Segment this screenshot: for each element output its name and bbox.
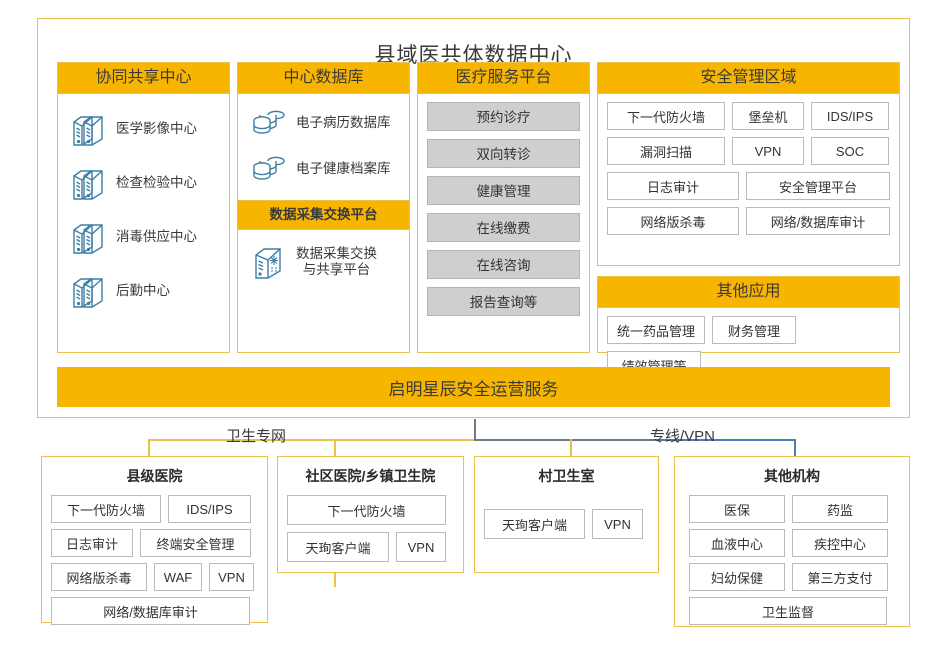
connector-drop-community-hospital <box>334 439 336 457</box>
security-chip[interactable]: VPN <box>732 137 804 165</box>
security-chip[interactable]: 网络版杀毒 <box>607 207 739 235</box>
card-title-security-zone: 安全管理区域 <box>598 63 899 94</box>
service-item[interactable]: 在线咨询 <box>427 250 580 279</box>
card-collab-share-center: 协同共享中心 <box>57 62 230 353</box>
org-chip[interactable]: 卫生监督 <box>689 597 887 625</box>
connector-stub-community <box>334 573 336 587</box>
org-chip[interactable]: 疾控中心 <box>792 529 888 557</box>
org-county-hospital: 县级医院 下一代防火墙 IDS/IPS 日志审计 终端安全管理 网络版杀毒 WA… <box>41 456 268 625</box>
security-chip[interactable]: 安全管理平台 <box>746 172 890 200</box>
network-label-vpn: 专线/VPN <box>650 428 716 445</box>
connector-vpn-line <box>660 439 796 441</box>
security-chip[interactable]: IDS/IPS <box>811 102 889 130</box>
list-item-label: 检查检验中心 <box>116 174 197 190</box>
org-community-hospital: 社区医院/乡镇卫生院 下一代防火墙 天珣客户端 VPN <box>277 456 464 573</box>
service-item[interactable]: 预约诊疗 <box>427 102 580 131</box>
card-security-zone: 安全管理区域 下一代防火墙 堡垒机 IDS/IPS 漏洞扫描 VPN SOC 日… <box>597 62 900 266</box>
org-other-institutions: 其他机构 医保 药监 血液中心 疾控中心 妇幼保健 第三方支付 卫生监督 <box>674 456 910 627</box>
security-chip[interactable]: 网络/数据库审计 <box>746 207 890 235</box>
list-item: 消毒供应中心 <box>62 210 225 264</box>
org-chip[interactable]: 网络/数据库审计 <box>51 597 250 625</box>
org-chip[interactable]: IDS/IPS <box>168 495 251 523</box>
list-item: 检查检验中心 <box>62 156 225 210</box>
card-other-apps: 其他应用 统一药品管理 财务管理 绩效管理等 <box>597 276 900 379</box>
org-chip[interactable]: WAF <box>154 563 202 591</box>
org-chip[interactable]: VPN <box>592 509 643 539</box>
list-item: 电子健康档案库 <box>242 146 405 192</box>
list-item: 数据采集交换 与共享平台 <box>242 238 405 286</box>
sub-head-data-exchange: 数据采集交换平台 <box>238 200 409 230</box>
list-item: 后勤中心 <box>62 264 225 318</box>
service-item[interactable]: 健康管理 <box>427 176 580 205</box>
org-chip[interactable]: 日志审计 <box>51 529 133 557</box>
other-app-chip[interactable]: 财务管理 <box>712 316 796 344</box>
card-title-service-platform: 医疗服务平台 <box>418 63 589 94</box>
org-chip[interactable]: 妇幼保健 <box>689 563 785 591</box>
list-item-label: 数据采集交换 与共享平台 <box>296 245 377 277</box>
page-title: 县域医共体数据中心 <box>374 44 573 67</box>
org-chip[interactable]: 下一代防火墙 <box>51 495 161 523</box>
list-item: 医学影像中心 <box>62 102 225 156</box>
connector-gray-segment <box>474 439 660 441</box>
connector-trunk-vertical <box>474 419 476 441</box>
data-exchange-server-icon <box>248 242 288 282</box>
server-stack-icon <box>68 217 108 257</box>
org-title: 村卫生室 <box>538 468 595 484</box>
security-chip[interactable]: 漏洞扫描 <box>607 137 725 165</box>
org-village-clinic: 村卫生室 天珣客户端 VPN <box>474 456 659 573</box>
org-chip[interactable]: VPN <box>396 532 446 562</box>
org-title: 县级医院 <box>126 468 183 484</box>
server-stack-icon <box>68 271 108 311</box>
org-chip[interactable]: 天珣客户端 <box>287 532 389 562</box>
list-item-label: 电子病历数据库 <box>296 114 391 130</box>
card-medical-service-platform: 医疗服务平台 预约诊疗 双向转诊 健康管理 在线缴费 在线咨询 报告查询等 <box>417 62 590 353</box>
database-icon <box>248 103 288 143</box>
security-chip[interactable]: 堡垒机 <box>732 102 804 130</box>
service-item[interactable]: 双向转诊 <box>427 139 580 168</box>
security-operation-service-banner: 启明星辰安全运营服务 <box>57 367 890 407</box>
network-label-health-net: 卫生专网 <box>226 428 287 445</box>
other-app-chip[interactable]: 统一药品管理 <box>607 316 705 344</box>
org-chip[interactable]: 下一代防火墙 <box>287 495 446 525</box>
connector-health-network-bus <box>148 439 476 441</box>
org-title: 社区医院/乡镇卫生院 <box>305 468 436 484</box>
org-chip[interactable]: 网络版杀毒 <box>51 563 147 591</box>
connector-drop-county-hospital <box>148 439 150 457</box>
service-item[interactable]: 在线缴费 <box>427 213 580 242</box>
list-item-label: 医学影像中心 <box>116 120 197 136</box>
org-chip[interactable]: 第三方支付 <box>792 563 888 591</box>
org-chip[interactable]: 血液中心 <box>689 529 785 557</box>
connector-drop-village-clinic <box>570 439 572 457</box>
card-title-central-db: 中心数据库 <box>238 63 409 94</box>
org-title: 其他机构 <box>764 468 820 484</box>
card-title-collab: 协同共享中心 <box>58 63 229 94</box>
card-central-database: 中心数据库 电子病历数据库 <box>237 62 410 353</box>
org-chip[interactable]: 终端安全管理 <box>140 529 251 557</box>
list-item-label: 电子健康档案库 <box>296 160 391 176</box>
org-chip[interactable]: 医保 <box>689 495 785 523</box>
org-chip[interactable]: 天珣客户端 <box>484 509 585 539</box>
org-chip[interactable]: 药监 <box>792 495 888 523</box>
connector-drop-other-org <box>794 439 796 457</box>
security-chip[interactable]: SOC <box>811 137 889 165</box>
service-item[interactable]: 报告查询等 <box>427 287 580 316</box>
org-chip[interactable]: VPN <box>209 563 254 591</box>
server-stack-icon <box>68 109 108 149</box>
list-item: 电子病历数据库 <box>242 100 405 146</box>
card-title-other-apps: 其他应用 <box>598 277 899 308</box>
list-item-label: 后勤中心 <box>116 282 170 298</box>
server-stack-icon <box>68 163 108 203</box>
list-item-label: 消毒供应中心 <box>116 228 197 244</box>
security-chip[interactable]: 日志审计 <box>607 172 739 200</box>
security-chip[interactable]: 下一代防火墙 <box>607 102 725 130</box>
database-icon <box>248 149 288 189</box>
